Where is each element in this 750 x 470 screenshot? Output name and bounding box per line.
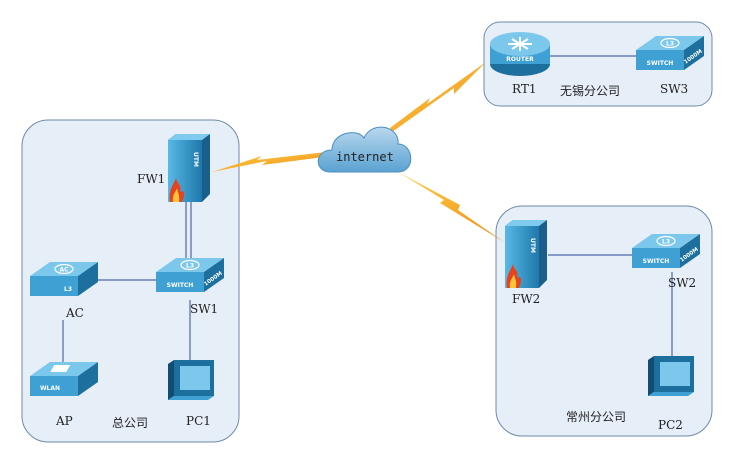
pc2-icon[interactable]: [648, 356, 694, 396]
svg-text:WLAN: WLAN: [40, 385, 60, 392]
svg-text:L3: L3: [186, 263, 194, 270]
firewall-fw2-icon[interactable]: UTM: [505, 220, 547, 288]
ac-label: AC: [66, 306, 84, 320]
ap-label: AP: [56, 414, 73, 428]
internet-cloud[interactable]: [317, 126, 412, 173]
changzhou-site-label: 常州分公司: [566, 410, 627, 424]
wan-link-fw2: [398, 172, 504, 242]
wan-link-fw1: [212, 152, 326, 172]
pc2-label: PC2: [658, 418, 683, 432]
sw3-label: SW3: [660, 82, 689, 96]
firewall-fw1-icon[interactable]: UTM: [168, 134, 210, 202]
svg-text:AC: AC: [59, 267, 69, 274]
pc1-label: PC1: [186, 414, 211, 428]
access-controller-ac-icon[interactable]: AC L3: [30, 262, 98, 296]
pc1-icon[interactable]: [168, 360, 214, 400]
sw2-label: SW2: [668, 276, 697, 290]
svg-text:SWITCH: SWITCH: [643, 258, 670, 265]
svg-text:ROUTER: ROUTER: [506, 56, 534, 63]
fw2-label: FW2: [512, 292, 541, 306]
switch-sw3-icon[interactable]: L3 SWITCH 1000M: [636, 36, 704, 70]
sw1-label: SW1: [190, 302, 219, 316]
fw1-label: FW1: [137, 172, 166, 186]
svg-text:UTM: UTM: [192, 152, 199, 167]
lan-links: [62, 55, 673, 366]
internet-label: internet: [336, 150, 394, 164]
svg-text:L3: L3: [64, 286, 72, 293]
svg-text:L3: L3: [662, 239, 670, 246]
rt1-label: RT1: [512, 82, 537, 96]
access-point-ap-icon[interactable]: WLAN: [30, 362, 98, 396]
wuxi-site-label: 无锡分公司: [560, 84, 621, 98]
router-rt1-icon[interactable]: ROUTER: [490, 32, 550, 76]
svg-text:SWITCH: SWITCH: [167, 282, 194, 289]
wan-link-rt1: [390, 62, 486, 132]
svg-text:SWITCH: SWITCH: [647, 60, 674, 67]
svg-text:L3: L3: [666, 41, 674, 48]
hq-site-label: 总公司: [112, 416, 149, 430]
svg-text:UTM: UTM: [529, 238, 536, 253]
switch-sw2-icon[interactable]: L3 SWITCH 1000M: [632, 234, 700, 268]
